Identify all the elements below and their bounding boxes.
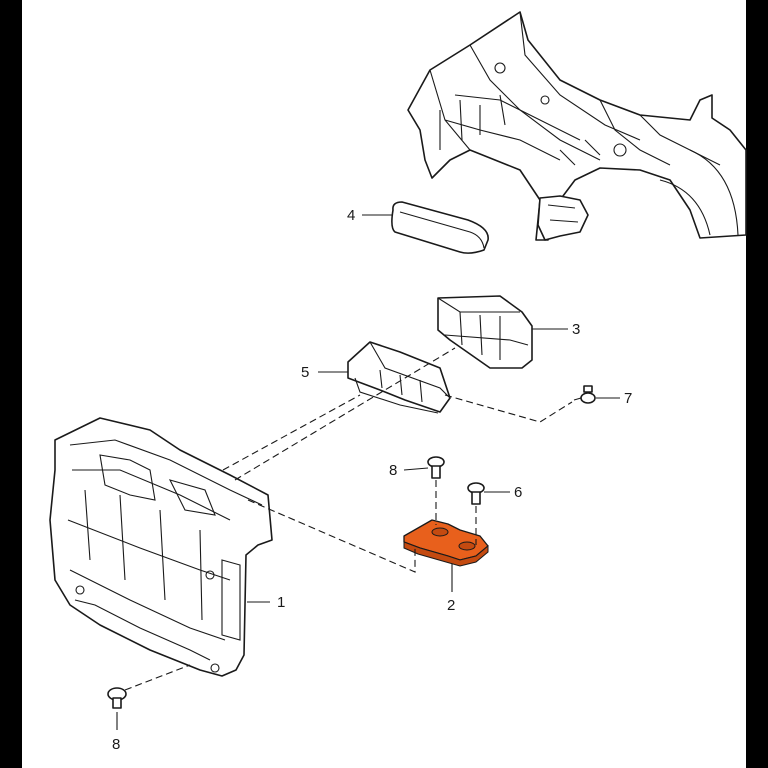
callout-2: 2	[447, 597, 455, 614]
part-5-air-guide	[347, 341, 451, 414]
callout-4: 4	[347, 207, 355, 224]
part-1-front-carrier	[49, 417, 273, 677]
callout-8-lower: 8	[112, 736, 120, 753]
callout-5: 5	[301, 364, 309, 381]
part-3-duct-housing	[437, 295, 533, 369]
part-2-bracket	[403, 519, 489, 567]
assembly-lines	[124, 347, 573, 691]
bolt-7	[573, 385, 596, 404]
bolt-8-lower	[107, 687, 127, 709]
bolt-8-upper	[427, 456, 445, 479]
callout-6: 6	[514, 484, 522, 501]
part-4-cover	[391, 201, 489, 254]
callout-7: 7	[624, 390, 632, 407]
callout-1: 1	[277, 594, 285, 611]
bolt-6	[467, 482, 485, 505]
callout-8-upper: 8	[389, 462, 397, 479]
callout-3: 3	[572, 321, 580, 338]
callouts: 1 2 3 4 5 6 7 8 8	[112, 207, 632, 753]
car-body-front-end	[407, 11, 747, 241]
leader-lines	[116, 214, 620, 730]
